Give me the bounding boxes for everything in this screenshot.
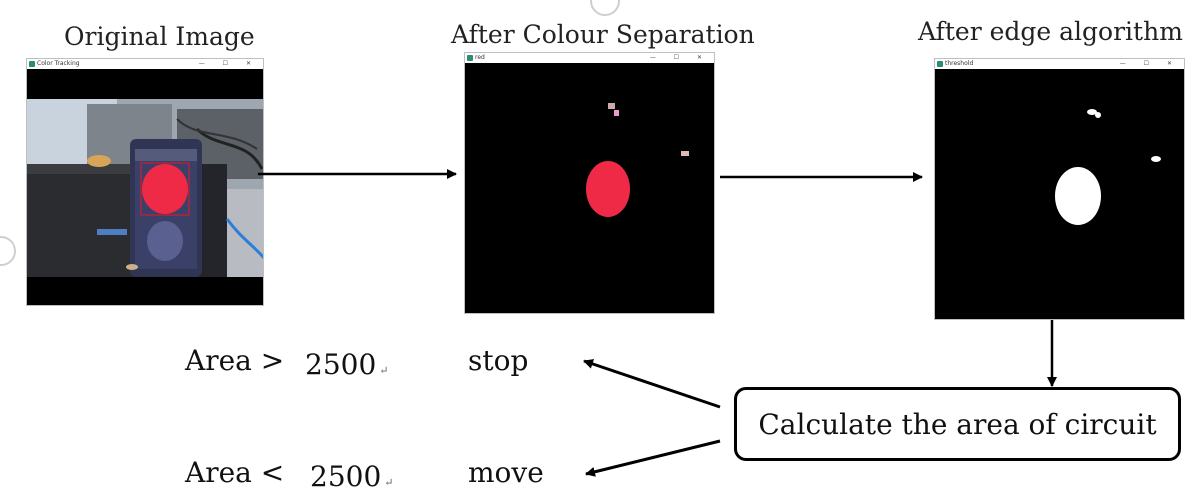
condition-greater-label: Area > <box>185 344 285 377</box>
condition-greater-value: 2500↵ <box>305 348 388 381</box>
arrow-calculate-to-stop <box>583 359 721 409</box>
window-title-bar: red — ☐ ✕ <box>465 53 714 63</box>
edge-algorithm-window: threshold — ☐ ✕ <box>934 58 1185 320</box>
window-title-bar: Color Tracking — ☐ ✕ <box>27 59 263 69</box>
window-title-bar: threshold — ☐ ✕ <box>935 59 1184 69</box>
window-controls[interactable]: — ☐ ✕ <box>1119 60 1180 67</box>
condition-less-label: Area < <box>185 456 285 489</box>
arrow-calculate-to-move <box>585 439 721 477</box>
red-blob <box>586 161 630 217</box>
colour-separation-window: red — ☐ ✕ <box>464 52 715 314</box>
white-blob <box>1055 167 1101 225</box>
title-after-edge-algorithm: After edge algorithm <box>918 17 1183 46</box>
return-mark: ↵ <box>379 364 389 377</box>
separation-mask <box>465 63 714 313</box>
window-controls[interactable]: — ☐ ✕ <box>198 60 259 67</box>
calculate-area-box: Calculate the area of circuit <box>734 387 1181 461</box>
threshold-value: 2500 <box>310 460 382 493</box>
original-image-window: Color Tracking — ☐ ✕ <box>26 58 264 306</box>
window-title: threshold <box>945 60 974 67</box>
window-controls[interactable]: — ☐ ✕ <box>649 54 710 61</box>
camera-photo <box>27 69 263 305</box>
edge-mask <box>935 69 1184 319</box>
title-after-colour-separation: After Colour Separation <box>451 20 755 49</box>
white-mask-view <box>935 69 1184 319</box>
window-title: red <box>475 54 485 61</box>
action-stop: stop <box>468 344 529 377</box>
return-mark: ↵ <box>384 476 394 489</box>
app-icon <box>467 55 473 61</box>
action-move: move <box>468 456 544 489</box>
app-icon <box>29 61 35 67</box>
threshold-value: 2500 <box>305 348 377 381</box>
title-original-image: Original Image <box>64 22 255 51</box>
camera-scene <box>27 69 263 305</box>
condition-less-value: 2500↵ <box>310 460 393 493</box>
red-mask-view <box>465 63 714 313</box>
window-title: Color Tracking <box>37 60 80 67</box>
calculate-area-label: Calculate the area of circuit <box>758 407 1157 441</box>
app-icon <box>937 61 943 67</box>
